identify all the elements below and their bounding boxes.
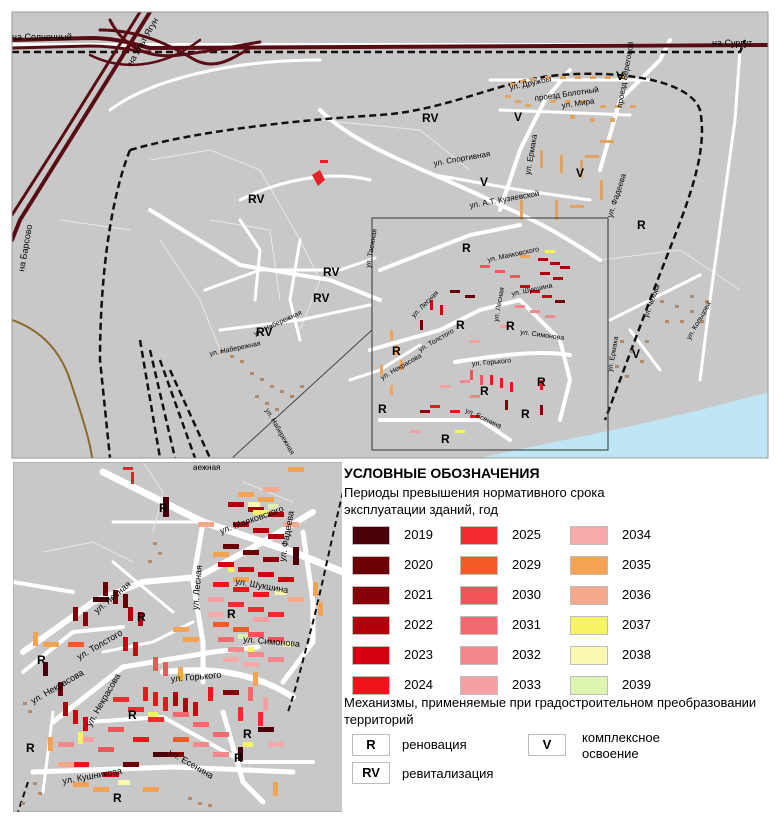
detail-zone-r-5: R (128, 708, 137, 722)
zone-v-1: V (616, 69, 624, 83)
legend-year-label: 2022 (404, 617, 433, 632)
legend: УСЛОВНЫЕ ОБОЗНАЧЕНИЯ Периоды превышения … (342, 462, 772, 814)
zone-rv-2: RV (248, 192, 264, 206)
detail-label-lesnaya2: ул. Лесная (190, 565, 204, 611)
legend-year-label: 2025 (512, 527, 541, 542)
legend-swatch-2036 (570, 586, 608, 605)
legend-title: УСЛОВНЫЕ ОБОЗНАЧЕНИЯ (344, 465, 540, 481)
legend-year-label: 2030 (512, 587, 541, 602)
legend-swatch-2030 (460, 586, 498, 605)
legend-year-label: 2038 (622, 647, 651, 662)
label-solnechny: на Солнечный (12, 32, 72, 42)
legend-swatch-2031 (460, 616, 498, 635)
legend-mechanism-code: V (528, 734, 566, 756)
detail-zone-r-4: R (37, 653, 46, 667)
zone-r-2: R (462, 241, 471, 255)
legend-swatch-2035 (570, 556, 608, 575)
legend-swatch-2025 (460, 526, 498, 545)
detail-zone-r-9: R (113, 791, 122, 805)
legend-swatch-2034 (570, 526, 608, 545)
zone-rv-1: RV (422, 111, 438, 125)
legend-mechanism-label: реновация (402, 737, 467, 752)
river (480, 392, 768, 458)
legend-mechanism-code: R (352, 734, 390, 756)
legend-year-label: 2037 (622, 617, 651, 632)
legend-swatch-2020 (352, 556, 390, 575)
zone-r-1: R (637, 218, 646, 232)
zone-v-5: V (632, 347, 640, 361)
detail-label-gorkogo: ул. Горького (170, 670, 221, 684)
zone-rv-3: RV (323, 265, 339, 279)
legend-swatch-2023 (352, 646, 390, 665)
zone-v-4: V (576, 166, 584, 180)
zone-r-8: R (378, 402, 387, 416)
legend-year-label: 2024 (404, 677, 433, 692)
legend-swatch-2032 (460, 646, 498, 665)
legend-swatch-2033 (460, 676, 498, 695)
legend-swatch-2024 (352, 676, 390, 695)
zone-rv-5: RV (256, 325, 272, 339)
brown-line (12, 319, 93, 458)
detail-zone-r-2: R (137, 610, 146, 624)
legend-mechanism-label: ревитализация (402, 766, 494, 781)
detail-zone-r-1: R (159, 501, 168, 515)
legend-subtitle: Периоды превышения нормативного срока эк… (344, 485, 605, 517)
legend-year-label: 2023 (404, 647, 433, 662)
legend-year-label: 2033 (512, 677, 541, 692)
v-area-top (505, 76, 636, 220)
legend-mechanism-code: RV (352, 762, 390, 784)
legend-year-label: 2035 (622, 557, 651, 572)
zone-v-2: V (514, 110, 522, 124)
zone-r-5: R (392, 344, 401, 358)
main-detail-buildings (380, 250, 570, 433)
legend-swatch-2021 (352, 586, 390, 605)
zone-r-6: R (480, 384, 489, 398)
zone-r-9: R (521, 407, 530, 421)
legend-year-label: 2039 (622, 677, 651, 692)
detail-frame (371, 217, 609, 451)
zone-r-4: R (506, 319, 515, 333)
legend-swatch-2039 (570, 676, 608, 695)
label-surgut: на Сургут (712, 38, 752, 48)
rv-red-building (312, 170, 325, 186)
legend-year-label: 2019 (404, 527, 433, 542)
zone-r-7: R (537, 375, 546, 389)
detail-zone-r-3: R (227, 607, 236, 621)
legend-swatch-2029 (460, 556, 498, 575)
detail-map[interactable]: аежная ул. Маяковского ул. Шукшина ул. Л… (13, 462, 343, 812)
legend-year-label: 2021 (404, 587, 433, 602)
detail-zone-r-7: R (26, 741, 35, 755)
legend-swatch-2019 (352, 526, 390, 545)
zone-rv-4: RV (313, 291, 329, 305)
detail-zone-r-8: R (234, 751, 243, 765)
detail-zone-r-6: R (243, 727, 252, 741)
detail-label-simonova: ул. Симонова (243, 634, 301, 649)
legend-year-label: 2036 (622, 587, 651, 602)
legend-year-label: 2032 (512, 647, 541, 662)
legend-swatch-2022 (352, 616, 390, 635)
legend-year-label: 2029 (512, 557, 541, 572)
zone-r-3: R (456, 318, 465, 332)
legend-year-label: 2031 (512, 617, 541, 632)
zone-r-10: R (441, 432, 450, 446)
label-gorkogo: ул. Горького (472, 358, 512, 368)
legend-swatch-2037 (570, 616, 608, 635)
legend-year-label: 2020 (404, 557, 433, 572)
legend-year-label: 2034 (622, 527, 651, 542)
zone-v-3: V (480, 175, 488, 189)
detail-label-taezhnaya: аежная (193, 463, 220, 472)
main-map[interactable]: на Солнечный на Ульт-Ягун на Сургут на Б… (0, 0, 780, 460)
legend-mechanisms-title: Механизмы, применяемые при градостроител… (344, 695, 757, 727)
legend-swatch-2038 (570, 646, 608, 665)
detail-buildings (21, 467, 323, 807)
legend-mechanism-label: комплексное освоение (582, 730, 660, 761)
